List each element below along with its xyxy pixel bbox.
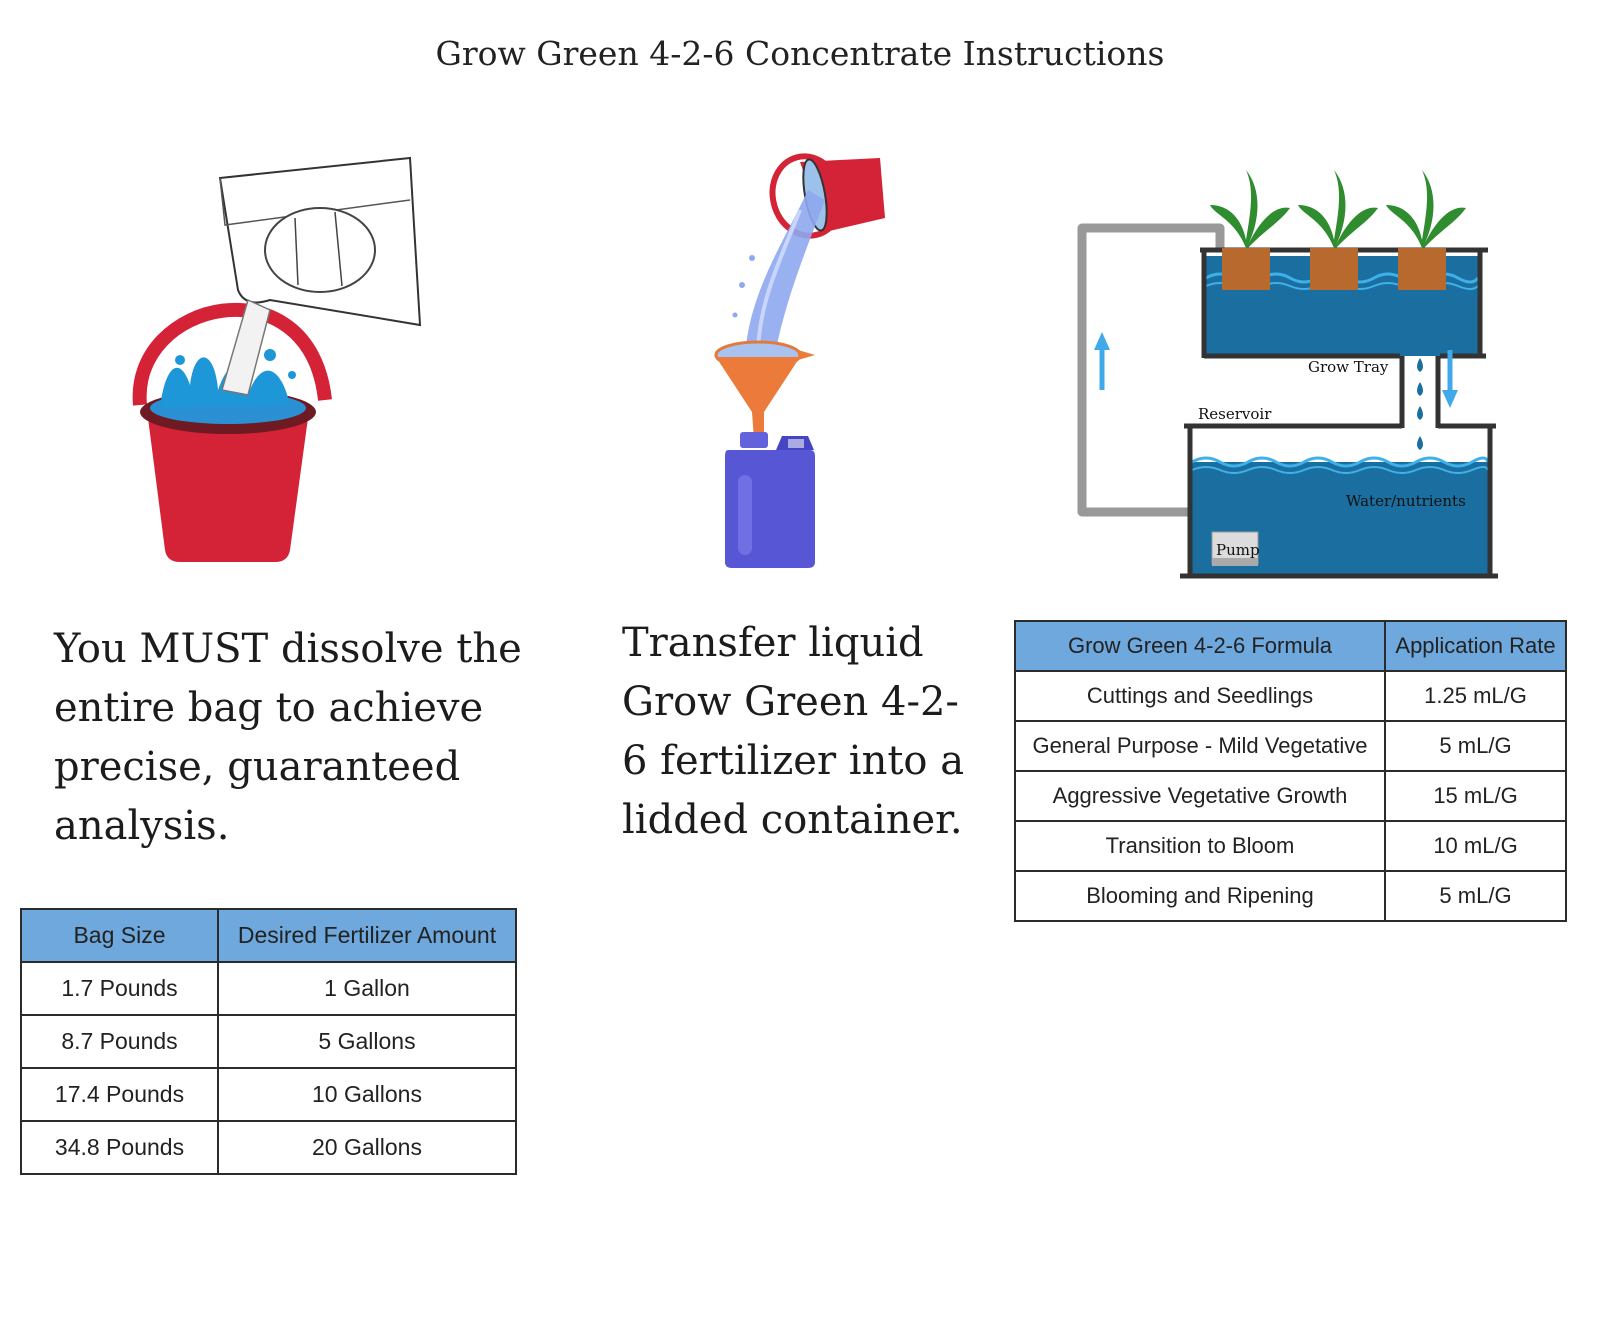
plant-pot: [1298, 170, 1378, 290]
table-cell: 1.7 Pounds: [20, 961, 219, 1016]
table-cell: 10 Gallons: [217, 1067, 517, 1122]
table-header-row: Grow Green 4-2-6 Formula Application Rat…: [1014, 620, 1567, 672]
table-cell: 15 mL/G: [1384, 770, 1567, 822]
table-cell: 10 mL/G: [1384, 820, 1567, 872]
table-header-row: Bag Size Desired Fertilizer Amount: [20, 908, 517, 963]
table-cell: 8.7 Pounds: [20, 1014, 219, 1069]
step1-instruction: You MUST dissolve the entire bag to achi…: [54, 626, 522, 849]
plant-pot: [1210, 170, 1290, 290]
column-header: Application Rate: [1384, 620, 1567, 672]
table-cell: 20 Gallons: [217, 1120, 517, 1175]
table-cell: General Purpose - Mild Vegetative: [1014, 720, 1386, 772]
funnel-jug-illustration: [714, 153, 885, 568]
pump-label: Pump: [1216, 541, 1260, 559]
bag-size-table: Bag Size Desired Fertilizer Amount 1.7 P…: [20, 908, 517, 1175]
table-cell: 17.4 Pounds: [20, 1067, 219, 1122]
table-row: General Purpose - Mild Vegetative 5 mL/G: [1014, 720, 1567, 772]
table-cell: 1.25 mL/G: [1384, 670, 1567, 722]
application-rate-table: Grow Green 4-2-6 Formula Application Rat…: [1014, 620, 1567, 922]
water-nutrients-label: Water/nutrients: [1346, 492, 1466, 510]
table-row: 34.8 Pounds 20 Gallons: [20, 1120, 517, 1175]
table-cell: 1 Gallon: [217, 961, 517, 1016]
column-header: Bag Size: [20, 908, 219, 963]
reservoir-label: Reservoir: [1198, 405, 1272, 423]
hydroponic-diagram: Grow Tray Reservoir Water/nutrients Pump: [1077, 170, 1498, 579]
table-row: Aggressive Vegetative Growth 15 mL/G: [1014, 770, 1567, 822]
table-row: 8.7 Pounds 5 Gallons: [20, 1014, 517, 1069]
plant-pot: [1386, 170, 1466, 290]
table-row: Cuttings and Seedlings 1.25 mL/G: [1014, 670, 1567, 722]
table-cell: 5 mL/G: [1384, 720, 1567, 772]
table-cell: Blooming and Ripening: [1014, 870, 1386, 922]
table-cell: Transition to Bloom: [1014, 820, 1386, 872]
table-row: Transition to Bloom 10 mL/G: [1014, 820, 1567, 872]
table-row: Blooming and Ripening 5 mL/G: [1014, 870, 1567, 922]
table-cell: 5 mL/G: [1384, 870, 1567, 922]
table-cell: Cuttings and Seedlings: [1014, 670, 1386, 722]
column-header: Grow Green 4-2-6 Formula: [1014, 620, 1386, 672]
table-cell: 5 Gallons: [217, 1014, 517, 1069]
bag-bucket-illustration: [132, 156, 422, 562]
column-header: Desired Fertilizer Amount: [217, 908, 517, 963]
step2-instruction: Transfer liquid Grow Green 4-2-6 fertili…: [622, 620, 965, 843]
table-cell: Aggressive Vegetative Growth: [1014, 770, 1386, 822]
table-row: 17.4 Pounds 10 Gallons: [20, 1067, 517, 1122]
page-title: Grow Green 4-2-6 Concentrate Instruction…: [435, 34, 1165, 73]
table-cell: 34.8 Pounds: [20, 1120, 219, 1175]
table-row: 1.7 Pounds 1 Gallon: [20, 961, 517, 1016]
grow-tray-label: Grow Tray: [1308, 358, 1389, 376]
